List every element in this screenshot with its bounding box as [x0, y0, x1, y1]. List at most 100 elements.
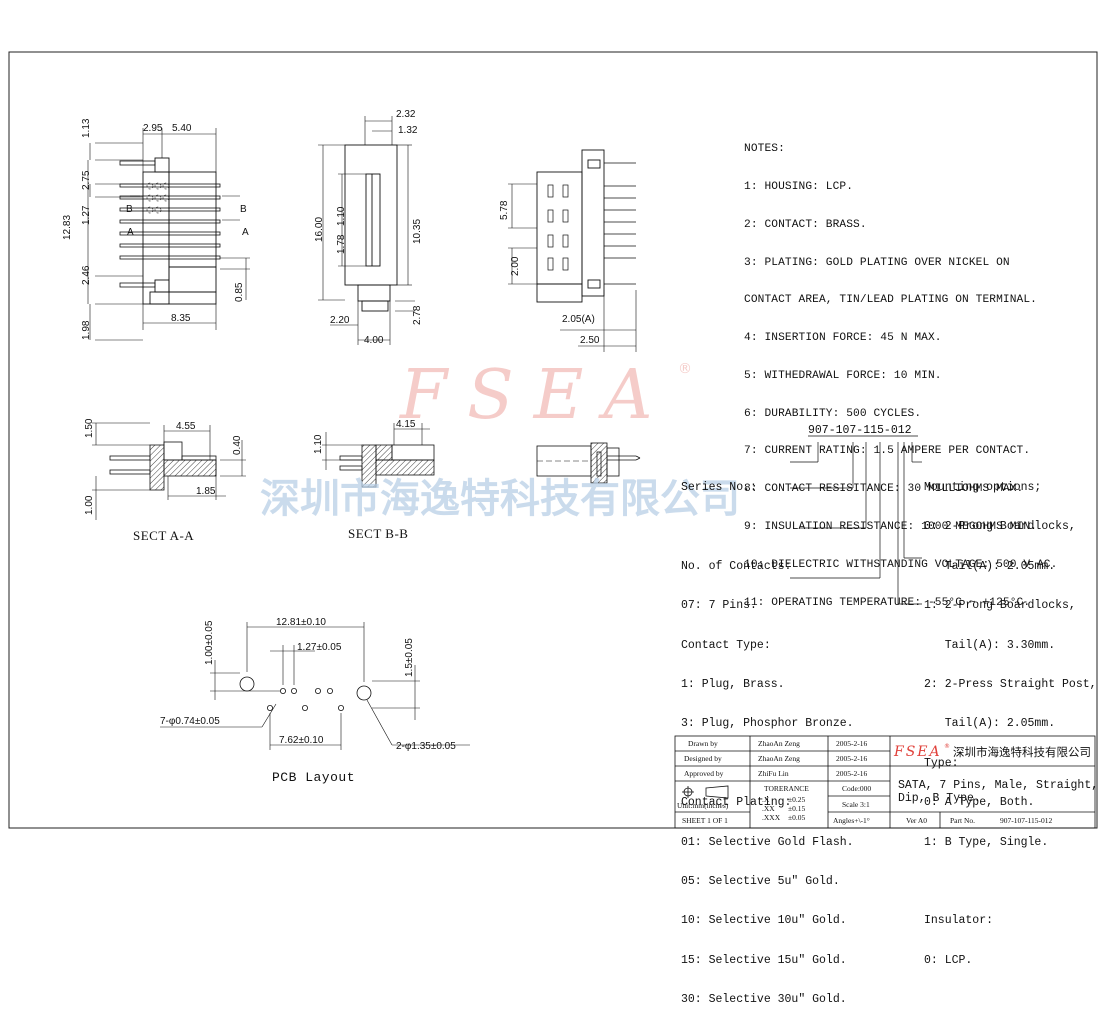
- tb-logo: FSEA: [893, 744, 942, 760]
- tb-approved-label: Approved by: [684, 769, 724, 778]
- watermark-logo: FSEA: [398, 356, 673, 435]
- tb-logo-mark: ®: [944, 743, 950, 750]
- dim-1-98: 1.98: [81, 320, 92, 340]
- part-code-left-legend: Series No.: No. of Contacts: 07: 7 Pins.…: [681, 455, 854, 1019]
- tb-tol-xxx: .XXX: [762, 813, 781, 822]
- dim-2-32: 2.32: [396, 109, 416, 120]
- tb-part-no: 907-107-115-012: [1000, 816, 1052, 825]
- dim-5-78: 5.78: [499, 200, 510, 220]
- sheet-border: [8, 51, 1098, 829]
- legend-line: [681, 757, 854, 770]
- tb-sheet: SHEET 1 OF 1: [682, 816, 728, 825]
- tb-part-no-label: Part No.: [950, 816, 975, 825]
- note-line: 10: DIELECTRIC WITHSTANDING VOLTAGE: 500…: [744, 558, 1058, 571]
- dim-12-83: 12.83: [62, 215, 73, 240]
- tb-company: 深圳市海逸特科技有限公司: [953, 745, 1091, 759]
- side-view-dimensions: 2.32 1.32 16.00 1.10 1.78 10.35 2.20 2.7…: [314, 109, 423, 346]
- dim-sect-b-4-15: 4.15: [396, 419, 416, 430]
- dim-2-00: 2.00: [510, 256, 521, 276]
- section-a-a: [92, 422, 246, 520]
- legend-line: 15: Selective 15u" Gold.: [681, 953, 847, 967]
- dim-8-35: 8.35: [171, 313, 191, 324]
- tb-designed-date: 2005-2-16: [836, 754, 867, 763]
- legend-line: 3: Plug, Phosphor Bronze.: [681, 717, 854, 731]
- note-line: 3: PLATING: GOLD PLATING OVER NICKEL ON: [744, 256, 1010, 269]
- legend-line: 0: A Type, Both.: [924, 796, 1035, 810]
- dim-sect-a-1-00: 1.00: [84, 495, 95, 515]
- tb-tol-xx-val: ±0.15: [788, 804, 805, 813]
- tb-tolerance-title: TORERANCE: [764, 784, 809, 793]
- dim-5-40: 5.40: [172, 123, 192, 134]
- note-line: 9: INSULATION RESISTANCE: 1000 MEGOHMS M…: [744, 521, 1037, 533]
- legend-line: 0: LCP.: [924, 953, 973, 967]
- part-number-code: 907-107-115-012: [808, 424, 912, 437]
- dim-sect-a-4-55: 4.55: [176, 421, 196, 432]
- part-code-right-legend: Mounting options; 0: 2-Prong Boardlocks,…: [924, 455, 1097, 980]
- legend-line: Tail(A): 2.05mm.: [924, 559, 1056, 573]
- legend-line: 0: 2-Prong Boardlocks,: [924, 520, 1076, 534]
- section-mark-b-left: B: [126, 204, 133, 215]
- dim-1-10: 1.10: [336, 206, 347, 226]
- dim-pcb-holes-7: 7-φ0.74±0.05: [160, 716, 220, 727]
- dim-2-20: 2.20: [330, 315, 350, 326]
- tb-designed-name: ZhaoAn Zeng: [758, 754, 800, 763]
- tb-drawn-date: 2005-2-16: [836, 739, 867, 748]
- dim-pcb-holes-2: 2-φ1.35±0.05: [396, 741, 456, 752]
- title-block-header: FSEA ® 深圳市海逸特科技有限公司 SATA, 7 Pins, Male, …: [893, 743, 1098, 805]
- note-line: 1: HOUSING: LCP.: [744, 180, 854, 193]
- legend-line: Series No.:: [681, 481, 757, 494]
- tb-drawn-name: ZhaoAn Zeng: [758, 739, 800, 748]
- dim-pcb-1-27: 1.27±0.05: [297, 642, 342, 653]
- section-mark-a-left: A: [127, 227, 134, 238]
- legend-line: 1: B Type, Single.: [924, 835, 1049, 849]
- dim-2-05a: 2.05(A): [562, 314, 595, 325]
- note-line: CONTACT AREA, TIN/LEAD PLATING ON TERMIN…: [744, 294, 1037, 307]
- front-view: [87, 128, 250, 341]
- legend-line: Contact Plating:: [681, 796, 792, 810]
- watermark-company: 深圳市海逸特科技有限公司: [260, 476, 740, 522]
- section-b-b: [322, 423, 435, 488]
- tb-tol-x-val: ±0.25: [788, 795, 805, 804]
- legend-line: Tail(A): 3.30mm.: [924, 638, 1056, 652]
- dim-pcb-12-81: 12.81±0.10: [276, 617, 326, 628]
- section-a-a-dimensions: 1.50 4.55 0.40 1.00 1.85: [84, 418, 243, 515]
- legend-line: No. of Contacts:: [681, 559, 792, 573]
- legend-line: 30: Selective 30u" Gold.: [681, 993, 847, 1007]
- legend-line: [924, 875, 1097, 888]
- dim-1-27: 1.27: [81, 205, 92, 225]
- dim-2-95: 2.95: [143, 123, 163, 134]
- legend-line: Tail(A): 2.05mm.: [924, 717, 1056, 731]
- tb-code: Code:000: [842, 784, 871, 793]
- pcb-layout: [160, 622, 470, 750]
- dim-2-50: 2.50: [580, 335, 600, 346]
- section-view-c: [536, 442, 641, 484]
- legend-line: 2: 2-Press Straight Post,: [924, 677, 1097, 691]
- notes-title: NOTES:: [744, 143, 785, 156]
- pcb-boardlock-hole-left: [239, 676, 255, 692]
- legend-line: Insulator:: [924, 914, 994, 928]
- caption-pcb-layout: PCB Layout: [272, 770, 356, 785]
- iso-view-dimensions: 5.78 2.00 2.05(A) 2.50: [499, 200, 600, 346]
- pcb-layout-dimensions: 12.81±0.10 1.27±0.05 1.00±0.05 1.5±0.05 …: [160, 617, 456, 752]
- dim-sect-a-1-85: 1.85: [196, 486, 216, 497]
- legend-line: 07: 7 Pins.: [681, 599, 757, 613]
- legend-line: 05: Selective 5u" Gold.: [681, 874, 840, 888]
- dim-pcb-1-5: 1.5±0.05: [404, 638, 415, 677]
- legend-line: [681, 520, 854, 533]
- legend-line: 01: Selective Gold Flash.: [681, 835, 854, 849]
- section-b-b-dimensions: 1.10 4.15: [313, 419, 416, 454]
- legend-line: 1: 2-Prong Boardlocks,: [924, 599, 1076, 613]
- tb-ver: Ver A0: [906, 816, 927, 825]
- part-code-leaders: [790, 435, 922, 605]
- title-block-text: Drawn by ZhaoAn Zeng 2005-2-16 Designed …: [677, 739, 1052, 825]
- note-line: 2: CONTACT: BRASS.: [744, 218, 867, 231]
- tb-description-line2: Dip, B Type.: [898, 792, 981, 805]
- drawing-sheet: 1.13 2.95 5.40 2.75 12.83 1.27 2.46 1.98…: [8, 51, 1098, 829]
- dim-1-32: 1.32: [398, 125, 418, 136]
- tb-approved-date: 2005-2-16: [836, 769, 867, 778]
- note-line: 4: INSERTION FORCE: 45 N MAX.: [744, 332, 942, 345]
- note-line: 8: CONTACT RESISITANCE: 30 MILLIOHMS MAX…: [744, 483, 1024, 496]
- dim-sect-b-1-10: 1.10: [313, 434, 324, 454]
- dim-sect-a-1-50: 1.50: [84, 418, 95, 438]
- watermark-registered: ®: [678, 361, 692, 377]
